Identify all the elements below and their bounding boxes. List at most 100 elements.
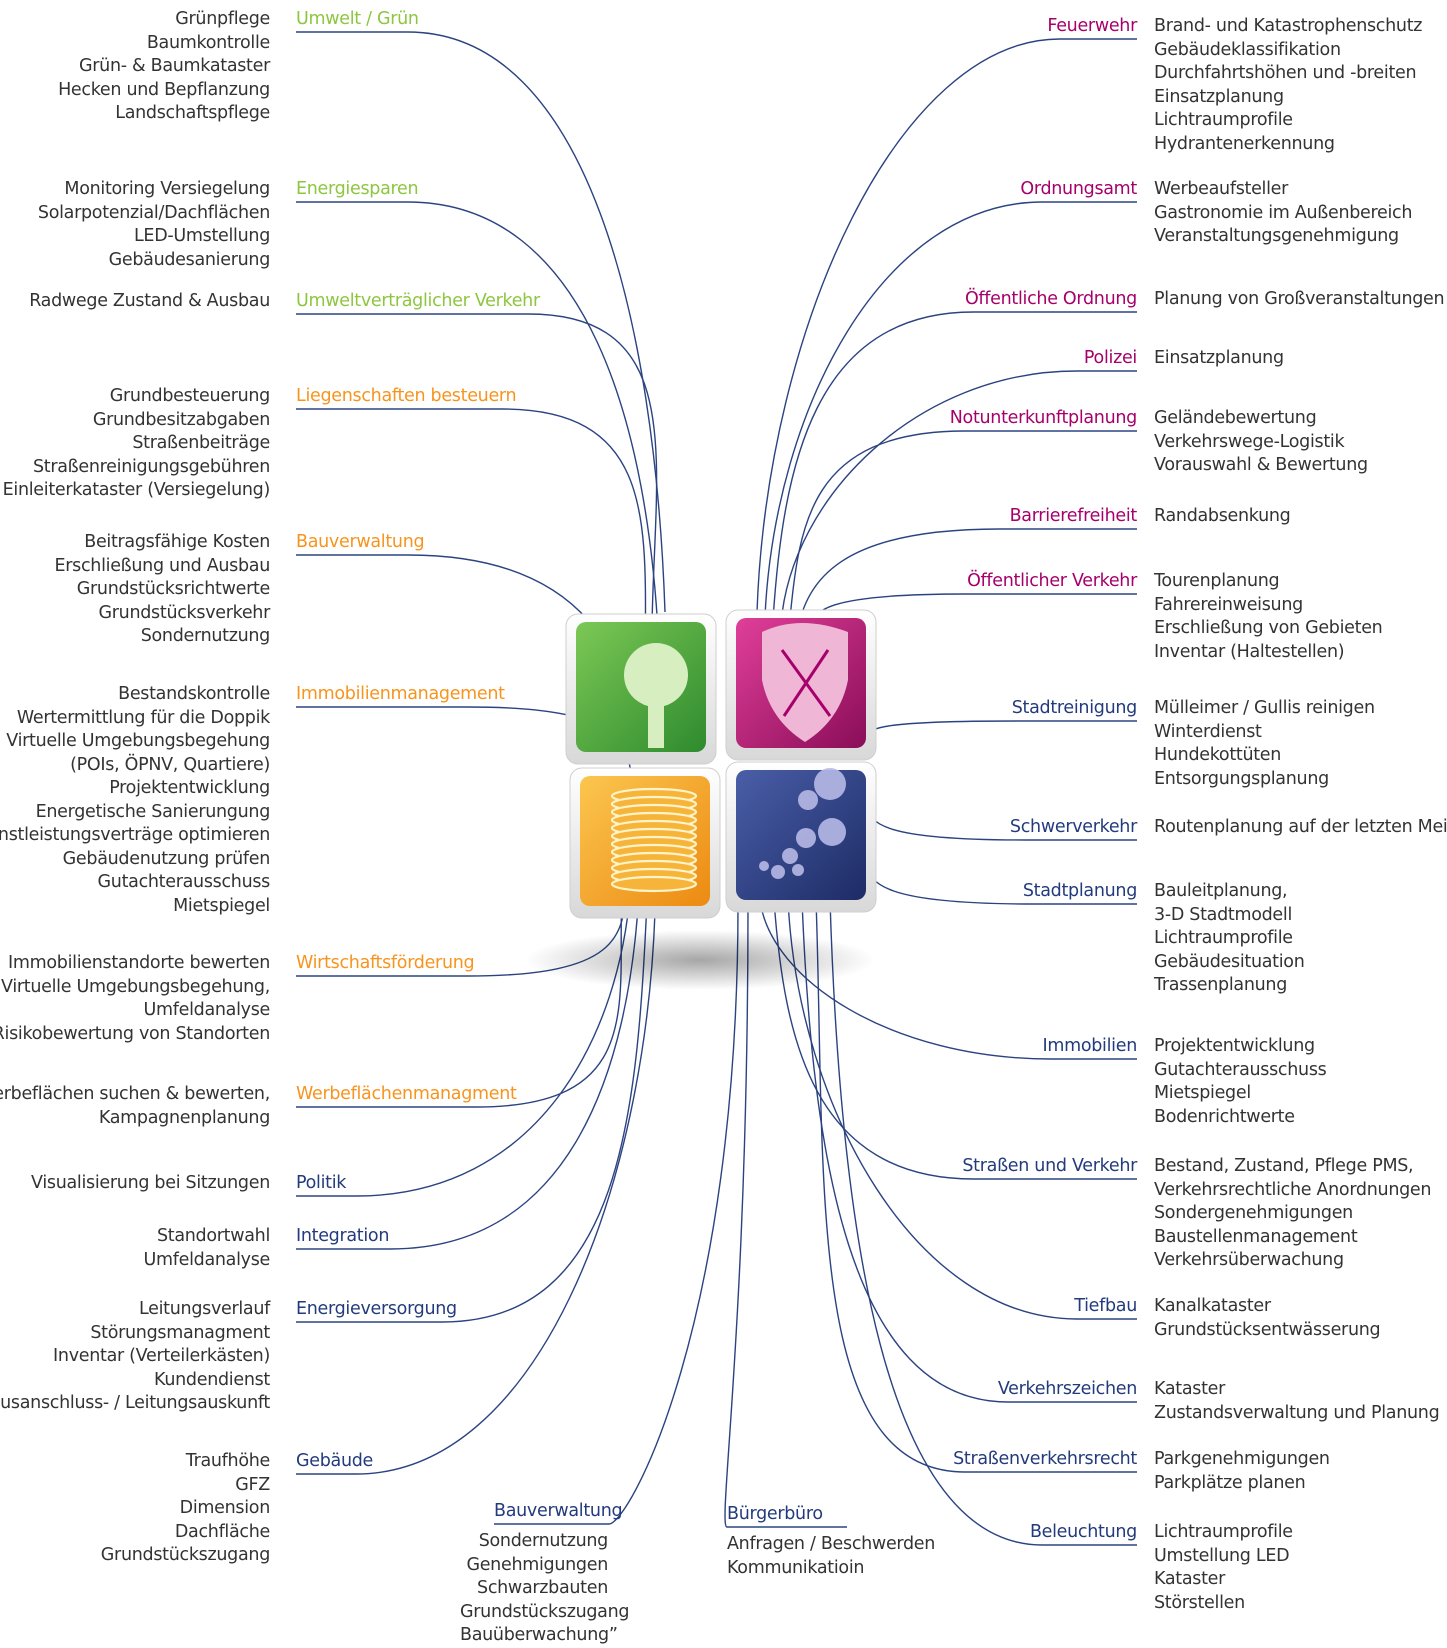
node-item: Erschließung von Gebieten <box>1154 618 1383 638</box>
node-right-8: Schwerverkehr Routenplanung auf der letzt… <box>962 816 1447 844</box>
node-item: Traufhöhe <box>185 1451 271 1471</box>
node-item: Entsorgungsplanung <box>1154 768 1329 789</box>
node-label: Bauverwaltung <box>494 1501 623 1521</box>
node-item: Sondergenehmigungen <box>1154 1203 1353 1223</box>
node-label: Immobilienmanagement <box>296 684 505 704</box>
node-item: Kampagnenplanung <box>98 1107 270 1128</box>
node-label: Immobilien <box>1042 1036 1137 1056</box>
node-label: Schwerverkehr <box>1009 817 1137 837</box>
connector-line <box>764 201 1137 617</box>
node-item: Grundstückszugang <box>100 1545 271 1565</box>
node-item: Störstellen <box>1154 1592 1245 1613</box>
node-item: Virtuelle Umgebungsbegehung, <box>1 976 270 997</box>
node-label: Straßenverkehrsrecht <box>953 1449 1137 1469</box>
bubbles-tile <box>725 761 877 913</box>
node-label: Politik <box>296 1173 347 1193</box>
node-item: Zustandsverwaltung und Planung <box>1154 1402 1440 1423</box>
node-items: Einsatzplanung <box>1154 347 1284 371</box>
connector-line <box>772 311 1137 621</box>
node-item: Anfragen / Beschwerden <box>727 1534 936 1554</box>
node-item: Energetische Sanierungung <box>35 801 271 822</box>
node-item: Wertermittlung für die Doppik <box>16 707 270 728</box>
node-item: Bauüberwachung” <box>460 1625 618 1645</box>
connector-line <box>296 201 660 651</box>
node-left-8: Politik Visualisierung bei Sitzungen <box>0 1172 486 1200</box>
node-item: Solarpotenzial/Dachflächen <box>37 202 270 223</box>
node-item: Routenplanung auf der letzten Meile <box>1154 817 1447 837</box>
node-item: Grün- & Baumkataster <box>79 56 270 76</box>
node-item: Grünpflege <box>175 9 270 29</box>
node-item: Verkehrsüberwachung <box>1154 1250 1344 1270</box>
node-item: GFZ <box>235 1474 270 1495</box>
node-item: Parkplätze planen <box>1154 1472 1306 1493</box>
connector-line <box>788 430 1137 629</box>
node-item: Standortwahl <box>156 1226 270 1246</box>
node-item: Kataster <box>1154 1569 1226 1589</box>
node-label: Liegenschaften besteuern <box>296 386 517 406</box>
node-label: Verkehrszeichen <box>997 1379 1137 1399</box>
node-item: Baumkontrolle <box>146 32 270 53</box>
node-item: Verkehrswege-Logistik <box>1154 431 1345 452</box>
node-label: Polizei <box>1083 348 1137 368</box>
connector-line <box>815 899 1137 1473</box>
node-label: Stadtplanung <box>1022 881 1137 901</box>
node-item: Radwege Zustand & Ausbau <box>29 291 270 311</box>
node-item: Gastronomie im Außenbereich <box>1154 202 1413 223</box>
node-label: Gebäude <box>296 1451 374 1471</box>
node-item: Fahrereinweisung <box>1154 594 1303 615</box>
node-item: Kundendienst <box>154 1369 270 1390</box>
connector-line <box>801 899 1137 1403</box>
node-item: Bestandskontrolle <box>118 684 270 704</box>
node-item: Grundstücksrichtwerte <box>76 579 271 599</box>
node-item: Projektentwicklung <box>1154 1036 1315 1056</box>
connector-line <box>787 899 1137 1320</box>
node-item: Lichtraumprofile <box>1154 1522 1293 1542</box>
node-items: Randabsenkung <box>1154 505 1291 529</box>
node-label: Öffentliche Ordnung <box>964 289 1137 309</box>
node-item: Grundstückszugang <box>460 1601 630 1622</box>
node-item: Veranstaltungsgenehmigung <box>1154 226 1399 246</box>
node-item: Grundbesteuerung <box>109 386 271 406</box>
coins-tile <box>569 767 721 919</box>
node-item: Grundstücksentwässerung <box>1154 1319 1381 1340</box>
node-label: Energiesparen <box>296 179 419 199</box>
connector-line <box>296 871 624 1108</box>
shield-icon <box>762 623 848 742</box>
connector-line <box>494 904 739 1525</box>
node-right-9: Stadtplanung Bauleitplanung,3-D Stadtmode… <box>962 880 1447 1002</box>
node-label: Barrierefreiheit <box>1009 506 1138 526</box>
connector-line <box>724 904 847 1528</box>
tree-icon <box>624 643 688 748</box>
node-item: Erschließung und Ausbau <box>54 555 270 576</box>
node-item: Tourenplanung <box>1154 571 1280 591</box>
node-item: Kommunikatioin <box>727 1557 865 1578</box>
node-item: Gebäudesanierung <box>108 249 271 270</box>
node-item: Vorauswahl & Bewertung <box>1154 455 1368 475</box>
node-items: Radwege Zustand & Ausbau <box>29 290 270 314</box>
node-item: Umstellung LED <box>1154 1545 1290 1566</box>
node-item: Baustellenmanagement <box>1154 1226 1358 1247</box>
node-item: Randabsenkung <box>1154 506 1291 526</box>
node-items: Visualisierung bei Sitzungen <box>31 1172 270 1196</box>
node-item: Hausanschluss- / Leitungsauskunft <box>0 1393 270 1413</box>
shield-tile <box>725 609 877 761</box>
